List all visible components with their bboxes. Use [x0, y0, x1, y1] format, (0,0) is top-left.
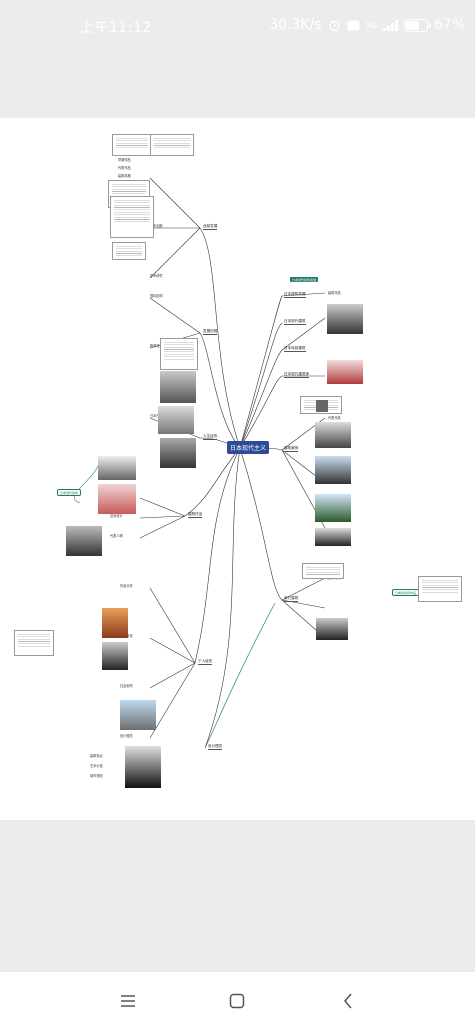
- document-thumbnail: [110, 196, 154, 238]
- branch-right-2[interactable]: 日本现代建筑: [284, 319, 306, 325]
- building-photo: [98, 456, 136, 480]
- leaf-left[interactable]: 艺术价值: [90, 764, 103, 768]
- building-photo: [316, 400, 328, 412]
- branch-left-1[interactable]: 战前发展: [203, 224, 218, 230]
- hd-icon: [347, 20, 360, 30]
- building-photo: [125, 746, 161, 788]
- building-photo: [158, 406, 194, 434]
- document-thumbnail: [14, 630, 54, 656]
- home-icon: [229, 993, 245, 1009]
- building-photo: [160, 438, 196, 468]
- leaf-left[interactable]: 设计理念: [120, 734, 133, 738]
- leaf-left[interactable]: 教育背景: [150, 344, 163, 348]
- building-photo: [316, 618, 348, 640]
- status-icons: 30.3K/s 5G 67%: [269, 17, 465, 33]
- teal-tag[interactable]: 日本现代建筑发展: [290, 277, 319, 282]
- document-thumbnail: [302, 563, 344, 579]
- leaf-left[interactable]: 日本传统: [150, 414, 163, 418]
- leaf-left[interactable]: 技术创新: [150, 224, 163, 228]
- branch-left-3[interactable]: 人生经历: [203, 434, 218, 440]
- building-photo: [315, 494, 351, 522]
- document-thumbnail: [418, 576, 462, 602]
- branch-left-2[interactable]: 发展历程: [203, 329, 218, 335]
- mindmap-canvas[interactable]: 战前发展 发展历程 人生经历 建筑作品 个人经历 设计理念 早期作品 代表作品 …: [0, 118, 475, 820]
- leaf-left[interactable]: 代表人物: [110, 534, 123, 538]
- navigation-bar: [0, 972, 475, 1030]
- building-photo: [66, 526, 102, 556]
- branch-left-5[interactable]: 个人经历: [198, 659, 213, 665]
- building-photo: [102, 608, 128, 638]
- leaf-left[interactable]: 城市规划: [90, 774, 103, 778]
- document-thumbnail: [112, 134, 152, 156]
- branch-left-6[interactable]: 设计理念: [208, 744, 223, 750]
- building-photo: [102, 642, 128, 670]
- status-time: 上午11:12: [80, 20, 152, 36]
- leaf-left[interactable]: 学术研究: [150, 274, 163, 278]
- net-speed: 30.3K/s: [269, 17, 322, 33]
- menu-icon: [121, 995, 135, 1007]
- battery-percent: 67%: [433, 17, 465, 33]
- leaf-left[interactable]: 早期作品: [118, 158, 131, 162]
- back-icon: [344, 993, 352, 1009]
- branch-right-5[interactable]: 建筑案例: [284, 446, 299, 452]
- leaf-left[interactable]: 国际影响: [150, 294, 163, 298]
- signal-icon: [382, 19, 398, 31]
- building-photo: [315, 528, 351, 546]
- building-photo: [160, 371, 196, 403]
- leaf-right[interactable]: 建筑作品: [328, 291, 341, 295]
- outline-tag[interactable]: 日本现代建筑: [57, 489, 82, 496]
- building-photo: [315, 456, 351, 484]
- menu-button[interactable]: [114, 988, 142, 1014]
- branch-right-3[interactable]: 日本传统建筑: [284, 346, 306, 352]
- home-button[interactable]: [223, 988, 251, 1014]
- leaf-left[interactable]: 社会影响: [120, 684, 133, 688]
- outline-tag[interactable]: 日本建筑师作品: [392, 589, 420, 596]
- leaf-left[interactable]: 空间设计: [110, 514, 123, 518]
- branch-left-4[interactable]: 建筑作品: [188, 512, 203, 518]
- document-thumbnail: [160, 338, 198, 370]
- branch-right-1[interactable]: 日本建筑发展: [284, 292, 306, 298]
- document-thumbnail: [150, 134, 194, 156]
- branch-right-4[interactable]: 日本现代建筑师: [284, 372, 310, 378]
- building-photo: [327, 360, 363, 384]
- leaf-left[interactable]: 建筑特点: [90, 754, 103, 758]
- leaf-left[interactable]: 代表作品: [118, 166, 131, 170]
- building-photo: [327, 304, 363, 334]
- alarm-icon: [328, 20, 340, 31]
- center-node[interactable]: 日本现代主义: [227, 441, 269, 454]
- leaf-right[interactable]: 代表作品: [328, 416, 341, 420]
- leaf-left[interactable]: 建筑风格: [118, 174, 131, 178]
- branch-right-6[interactable]: 其它建筑: [284, 596, 299, 602]
- building-photo: [98, 484, 136, 514]
- leaf-left[interactable]: 作品分析: [120, 584, 133, 588]
- back-button[interactable]: [334, 988, 362, 1014]
- mindmap-links: [74, 177, 326, 749]
- document-thumbnail: [112, 242, 146, 260]
- status-bar: 上午11:12 30.3K/s 5G 67%: [0, 0, 475, 52]
- building-photo: [315, 422, 351, 448]
- network-type: 5G: [365, 20, 377, 30]
- building-photo: [120, 700, 156, 730]
- battery-icon: [403, 18, 431, 32]
